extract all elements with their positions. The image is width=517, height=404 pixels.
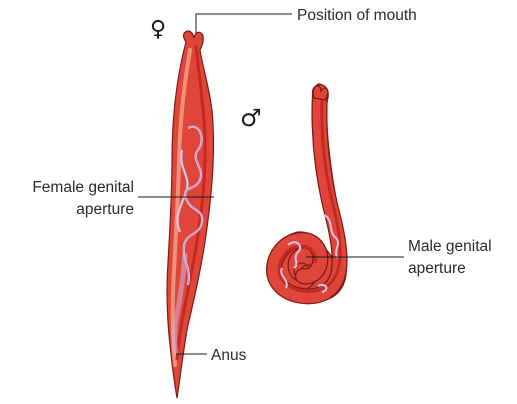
anus-label: Anus: [211, 347, 247, 364]
female-worm: [167, 31, 214, 398]
male-symbol: ♂: [240, 104, 262, 132]
mouth-label: Position of mouth: [297, 7, 417, 24]
male-worm-head: [313, 86, 328, 100]
male-worm: [268, 84, 347, 302]
female-genital-label-line2: aperture: [76, 201, 134, 218]
female-genital-label-line1: Female genital: [32, 179, 134, 196]
male-genital-label-line1: Male genital: [408, 238, 492, 255]
female-symbol: ♀: [150, 17, 166, 42]
male-genital-label-line2: aperture: [408, 260, 466, 277]
mouth-leader-line: [196, 14, 292, 33]
